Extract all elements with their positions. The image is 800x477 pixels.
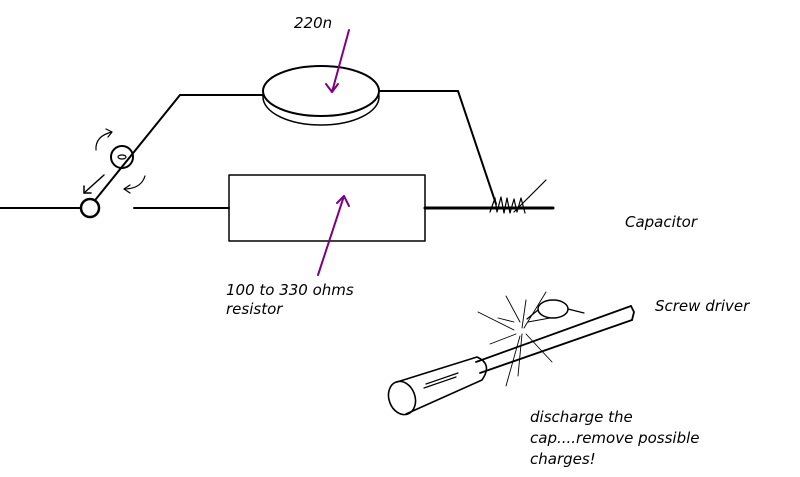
switch-knob-mark — [117, 154, 127, 160]
ground-scribble — [489, 179, 547, 214]
rotate-arrow-right — [123, 175, 146, 190]
switch-arm — [95, 94, 263, 200]
resistor-pointer-arrow — [317, 195, 345, 276]
small-cap-lead-right — [567, 308, 585, 314]
resistor-label-line2: resistor — [226, 300, 283, 318]
switch-pointer-arrowhead — [83, 185, 92, 194]
screwdriver-handle-grip — [423, 372, 459, 389]
rotate-arrowhead-right — [123, 184, 131, 194]
note-line3: charges! — [530, 450, 596, 468]
rotate-arrowhead-top — [105, 128, 113, 138]
capacitor-pointer-arrow — [331, 29, 350, 93]
capacitor-pointer-arrowhead — [325, 83, 339, 93]
capacitor-disc — [262, 65, 380, 117]
resistor — [228, 174, 426, 242]
screwdriver-shaft — [475, 305, 633, 374]
screwdriver-handle — [396, 356, 488, 415]
resistor-label-line1: 100 to 330 ohms — [226, 281, 354, 299]
purple-arrows — [317, 29, 350, 276]
capacitor-value-label: 220n — [294, 14, 333, 32]
resistor-pointer-arrowhead — [336, 195, 350, 207]
sparks — [477, 291, 553, 387]
note-line1: discharge the — [530, 408, 633, 426]
tool-label: Screw driver — [655, 297, 750, 315]
note-line2: cap....remove possible — [530, 429, 700, 447]
rotate-arrow-top — [95, 131, 113, 151]
screwdriver-tip — [630, 305, 635, 321]
component-label: Capacitor — [625, 213, 698, 231]
small-capacitor — [537, 299, 569, 319]
screwdriver-handle-end — [387, 380, 417, 416]
switch-knob — [110, 145, 134, 169]
capacitor-lead-right — [378, 90, 497, 205]
switch-contact — [79, 197, 101, 219]
switch-pointer-arrow — [83, 174, 105, 194]
